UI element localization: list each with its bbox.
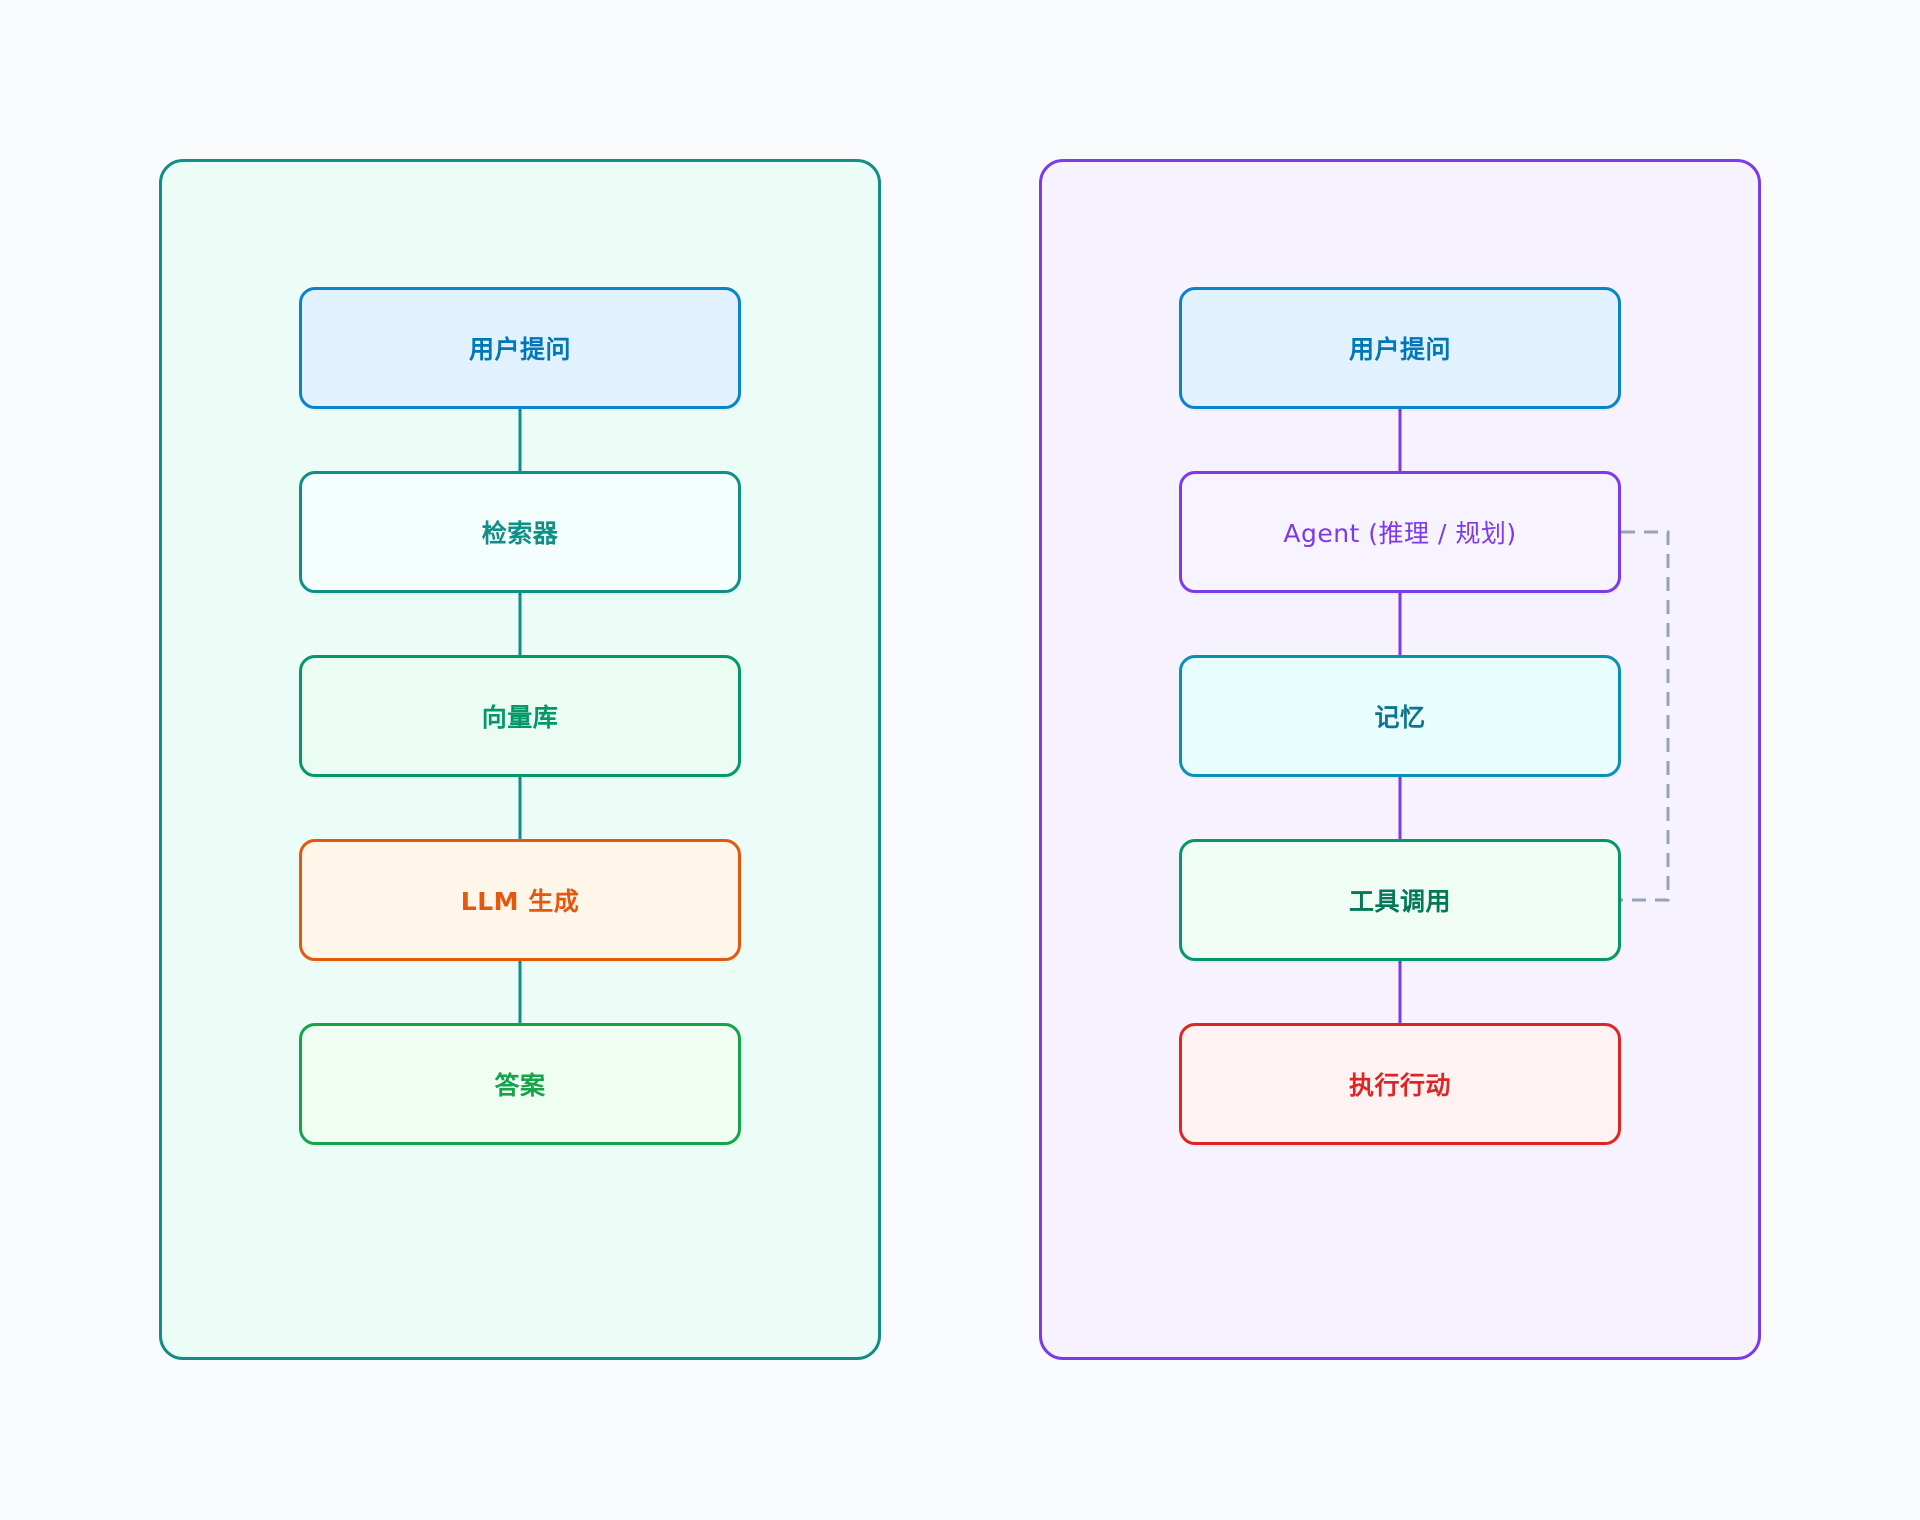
tool-call-node: 工具调用 — [1179, 839, 1621, 961]
node-label: 答案 — [494, 1071, 546, 1100]
retriever-node: 检索器 — [299, 471, 741, 593]
agent-node: Agent (推理 / 规划) — [1179, 471, 1621, 593]
vector-store-node: 向量库 — [299, 655, 741, 777]
node-label: 工具调用 — [1348, 887, 1451, 916]
node-label: 向量库 — [481, 703, 559, 732]
node-label: 用户提问 — [468, 335, 571, 364]
right-user-question-node: 用户提问 — [1179, 287, 1621, 409]
memory-node: 记忆 — [1179, 655, 1621, 777]
node-label: 记忆 — [1374, 703, 1426, 732]
node-label: Agent (推理 / 规划) — [1283, 519, 1517, 548]
node-label: 执行行动 — [1348, 1071, 1451, 1100]
node-label: LLM 生成 — [460, 887, 580, 916]
answer-node: 答案 — [299, 1023, 741, 1145]
llm-generate-node: LLM 生成 — [299, 839, 741, 961]
execute-action-node: 执行行动 — [1179, 1023, 1621, 1145]
node-label: 用户提问 — [1348, 335, 1451, 364]
left-user-question-node: 用户提问 — [299, 287, 741, 409]
node-label: 检索器 — [481, 519, 559, 548]
